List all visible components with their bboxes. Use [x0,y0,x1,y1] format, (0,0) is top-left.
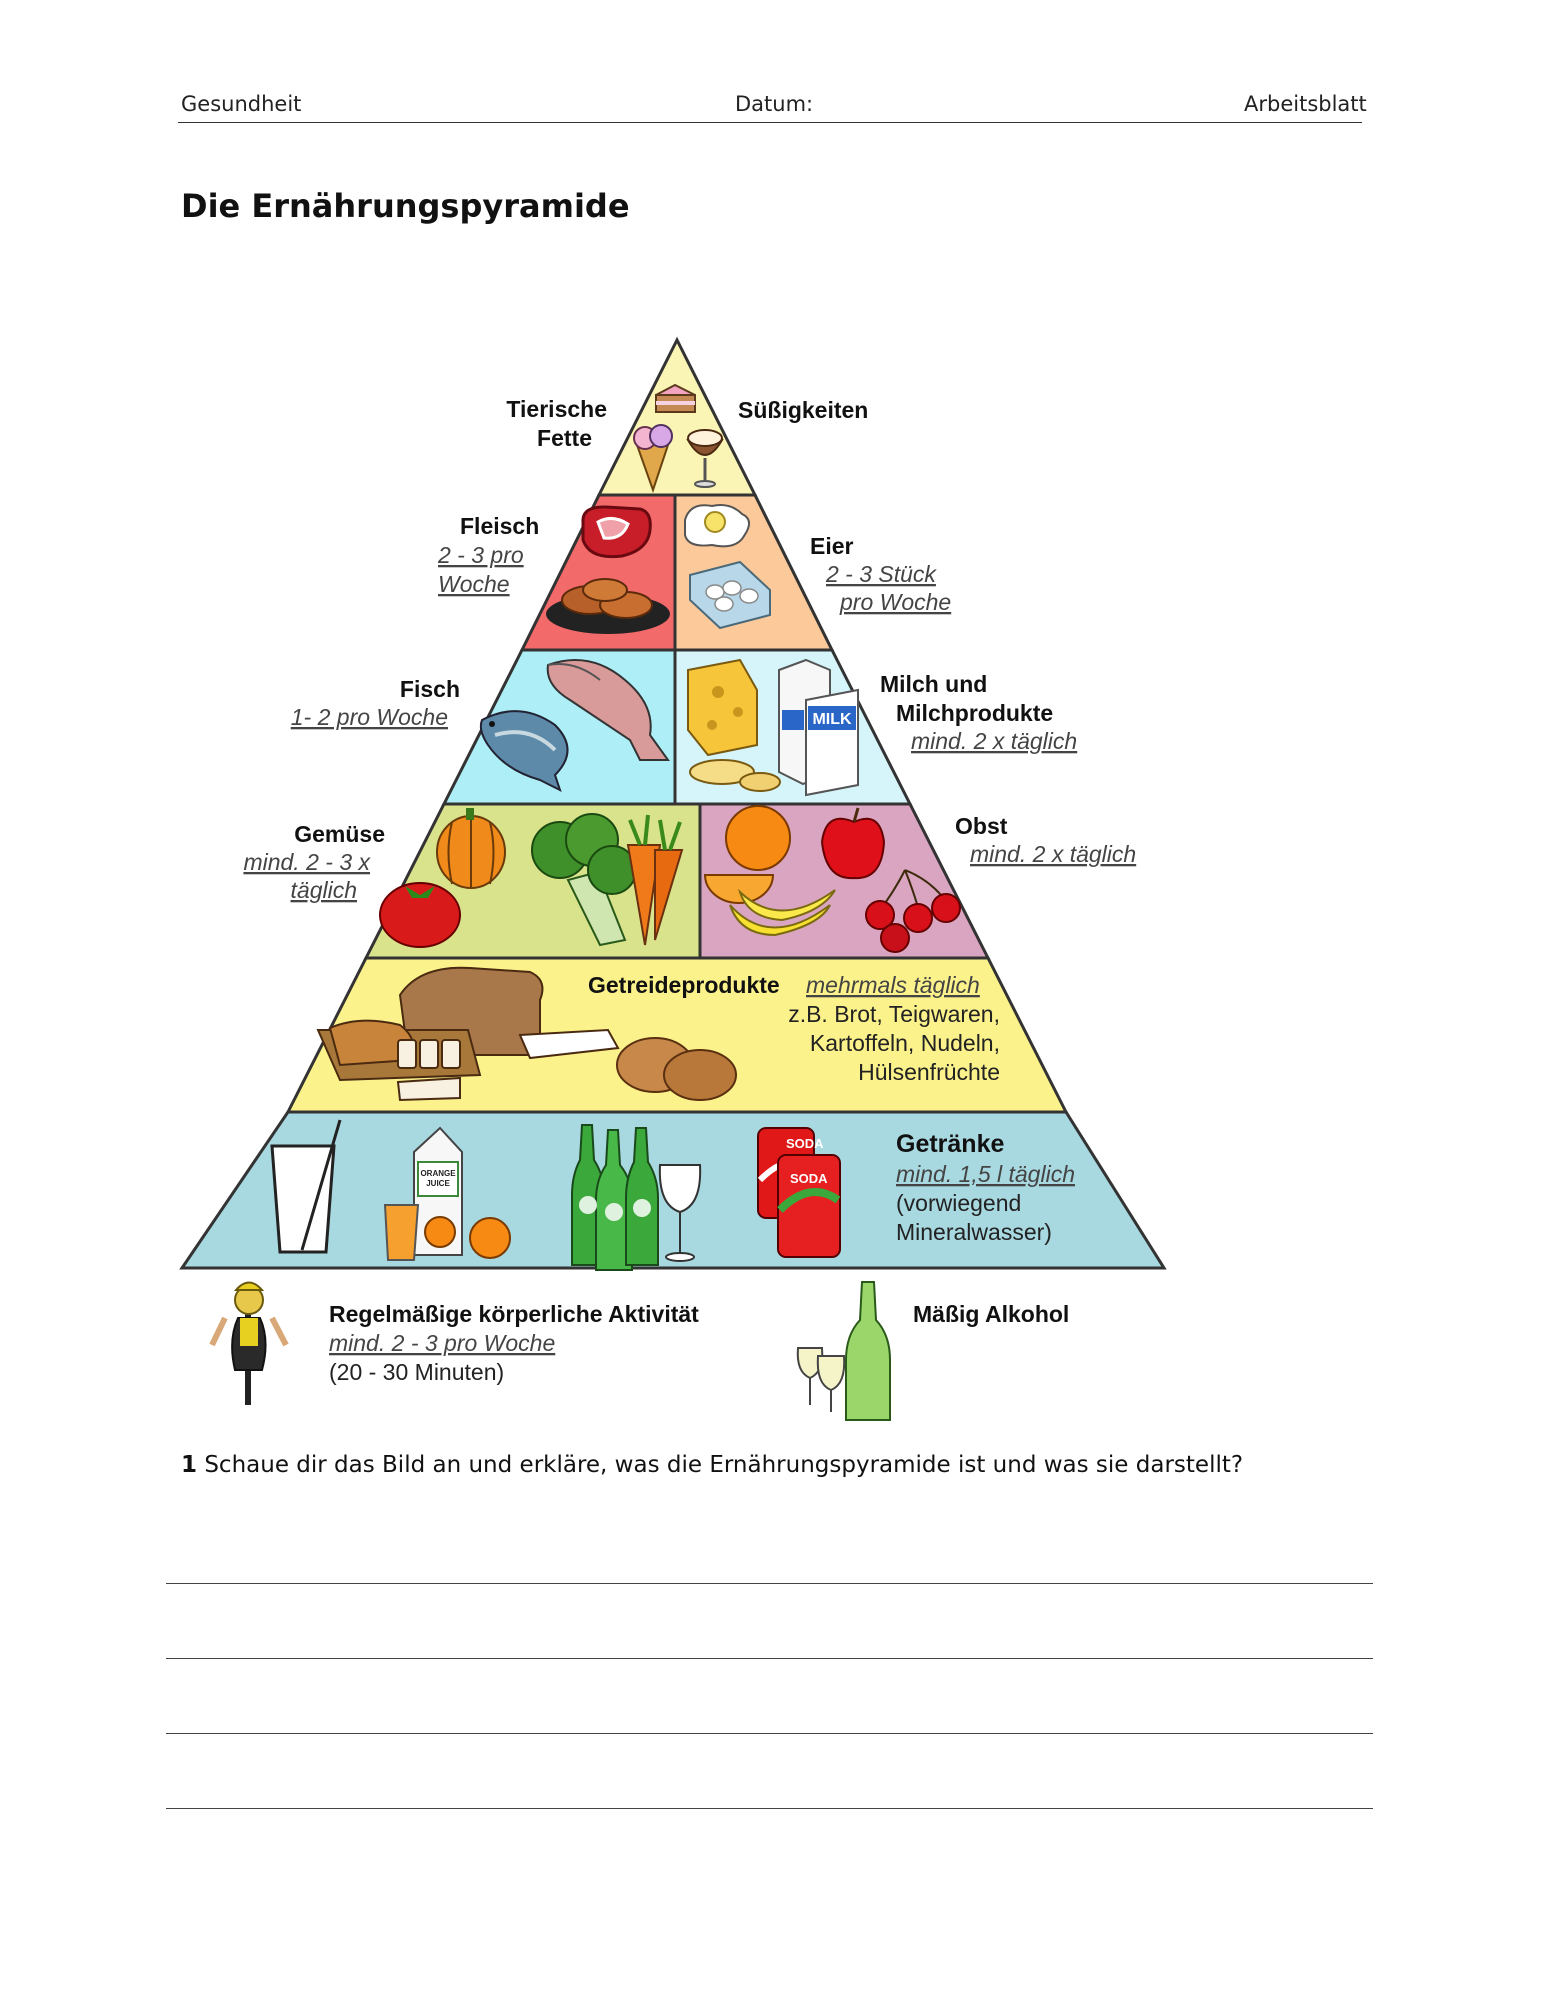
label-fish: Fisch [400,676,460,702]
egg-carton-icon [689,560,771,630]
amount-grains: mehrmals täglich [806,972,980,998]
mineral-water-bottles-icon [571,1124,659,1271]
label-animal-fats-2: Fette [537,425,592,451]
amount-meat-1: 2 - 3 pro [437,542,524,568]
task-number: 1 [181,1452,198,1478]
label-alcohol: Mäßig Alkohol [913,1301,1069,1327]
amount-fruit: mind. 2 x täglich [970,841,1136,867]
wine-glass-icon [658,1164,702,1262]
salmon-icon [546,659,670,761]
sundae-icon [686,429,724,488]
grains-detail-2: Kartoffeln, Nudeln, [810,1030,1000,1056]
broccoli-icon [531,813,637,947]
amount-dairy: mind. 2 x täglich [911,728,1077,754]
label-grains: Getreideprodukte [588,972,780,998]
soda-cans-icon: SODA SODA [757,1127,841,1258]
orange-icon [703,805,791,904]
task-question: 1 Schaue dir das Bild an und erkläre, wa… [181,1452,1243,1478]
soda-label-front: SODA [790,1171,828,1186]
cyclist-icon [209,1281,289,1405]
soda-label-back: SODA [786,1136,824,1151]
amount-eggs-1: 2 - 3 Stück [825,561,937,587]
carrots-icon [626,814,684,946]
grains-detail-3: Hülsenfrüchte [858,1059,1000,1085]
tier-sweets-fats [596,336,758,497]
grains-detail-1: z.B. Brot, Teigwaren, [788,1001,1000,1027]
activity-detail: (20 - 30 Minuten) [329,1359,504,1385]
label-dairy-1: Milch und [880,671,987,697]
orange-juice-icon: ORANGE JUICE [383,1126,511,1261]
label-sweets: Süßigkeiten [738,397,868,423]
label-dairy-2: Milchprodukte [896,700,1053,726]
bananas-icon [729,888,836,937]
header-date-label: Datum: [735,92,814,116]
chicken-icon [546,578,670,634]
juice-label-line2: JUICE [426,1179,450,1188]
milk-label: MILK [812,711,852,728]
page-title: Die Ernährungspyramide [181,187,630,225]
answer-line-3[interactable] [166,1733,1373,1734]
apple-icon [820,807,886,880]
header-subject: Gesundheit [181,92,302,116]
amount-fish: 1- 2 pro Woche [291,704,448,730]
sliced-bread-icon [316,1019,620,1102]
answer-line-1[interactable] [166,1583,1373,1584]
label-meat: Fleisch [460,513,539,539]
amount-meat-2: Woche [438,571,510,597]
drinks-detail-2: Mineralwasser) [896,1219,1052,1245]
label-fruit: Obst [955,813,1008,839]
steak-icon [581,505,652,559]
label-eggs: Eier [810,533,854,559]
header-worksheet: Arbeitsblatt [1244,92,1367,116]
pumpkin-icon [436,808,506,889]
potatoes-icon [616,1037,737,1101]
wine-bottle-icon [796,1281,891,1421]
label-vegetables: Gemüse [294,821,385,847]
tomato-icon [379,882,461,948]
answer-line-2[interactable] [166,1658,1373,1659]
amount-eggs-2: pro Woche [839,589,951,615]
cherries-icon [865,869,961,953]
water-glass-icon [270,1119,342,1254]
amount-vegetables-1: mind. 2 - 3 x [243,849,371,875]
label-activity: Regelmäßige körperliche Aktivität [329,1301,699,1327]
amount-drinks: mind. 1,5 l täglich [896,1161,1075,1187]
cheese-icon [687,658,781,792]
amount-vegetables-2: täglich [291,877,357,903]
cake-icon [655,383,696,413]
trout-icon [479,710,569,792]
fried-egg-icon [684,504,750,548]
ice-cream-icon [633,424,673,494]
label-drinks: Getränke [896,1130,1004,1158]
task-text: Schaue dir das Bild an und erkläre, was … [197,1452,1244,1478]
juice-label-line1: ORANGE [420,1169,456,1178]
amount-activity: mind. 2 - 3 pro Woche [329,1330,555,1356]
milk-carton-icon: MILK [778,658,859,797]
answer-line-4[interactable] [166,1808,1373,1809]
header-divider [178,122,1362,123]
drinks-detail-1: (vorwiegend [896,1190,1021,1216]
label-animal-fats-1: Tierische [506,396,607,422]
